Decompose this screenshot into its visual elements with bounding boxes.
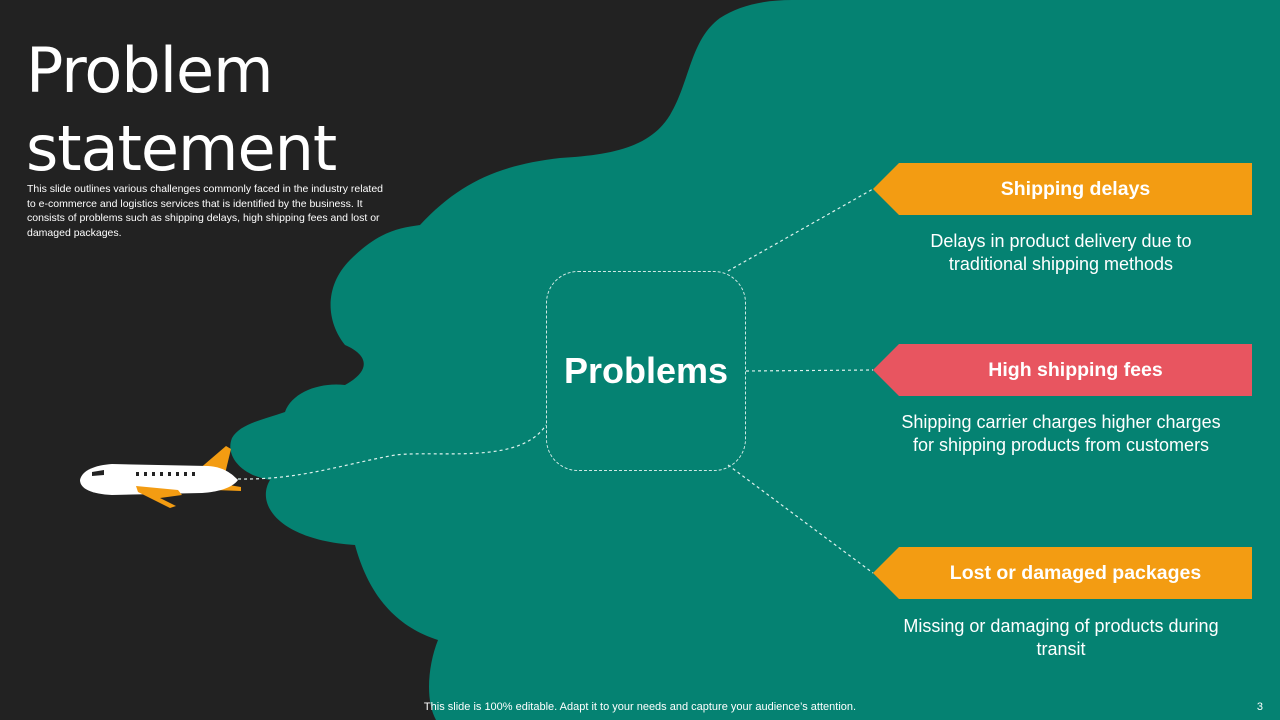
problem-tag-label: High shipping fees xyxy=(988,358,1163,381)
problem-description-shipping-delays: Delays in product delivery due to tradit… xyxy=(930,231,1192,274)
problem-description-lost-packages: Missing or damaging of products during t… xyxy=(903,616,1219,659)
problems-hub-label: Problems xyxy=(563,350,729,391)
page-number: 3 xyxy=(1256,701,1263,713)
problem-description-high-shipping-fees: Shipping carrier charges higher charges … xyxy=(901,412,1221,455)
problems-hub: Problems xyxy=(546,271,746,471)
connector-shipping-delays xyxy=(727,188,874,272)
problem-tag-shipping-delays: Shipping delays xyxy=(873,163,1252,215)
footer-note: This slide is 100% editable. Adapt it to… xyxy=(423,701,857,713)
problem-tag-label: Shipping delays xyxy=(1000,177,1151,200)
problem-tag-high-shipping-fees: High shipping fees xyxy=(873,344,1252,396)
connector-airplane xyxy=(237,424,547,480)
airplane-icon xyxy=(80,446,241,508)
problem-tag-label: Lost or damaged packages xyxy=(949,561,1202,584)
page-title: Problem statement xyxy=(26,34,337,185)
problem-tag-lost-packages: Lost or damaged packages xyxy=(873,547,1252,599)
page-subtitle: This slide outlines various challenges c… xyxy=(27,183,384,239)
connector-lost-packages xyxy=(727,464,874,574)
